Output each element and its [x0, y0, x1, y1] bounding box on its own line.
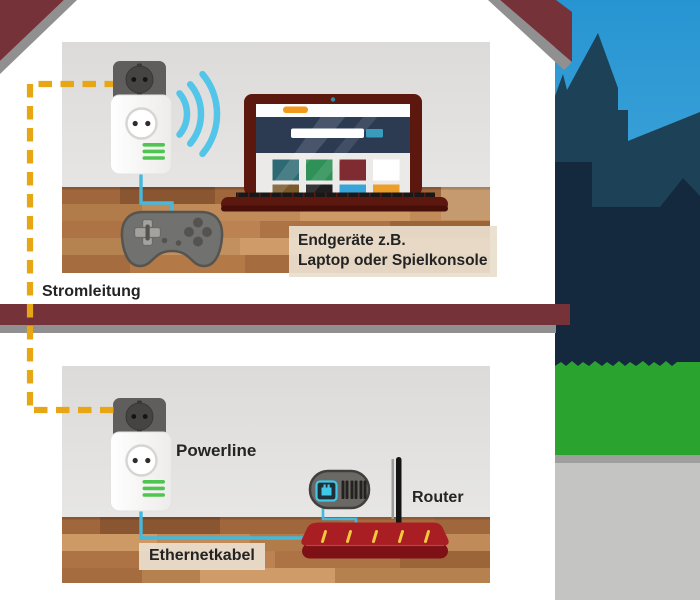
label-powerline: Powerline — [176, 441, 257, 460]
powerline-adapter-lower — [109, 396, 173, 513]
street — [555, 463, 700, 600]
console-cable — [139, 173, 174, 213]
powerline-adapter-upper — [109, 59, 173, 176]
floor-slab — [0, 304, 570, 333]
power-line-dashed — [26, 80, 114, 414]
label-endgeraete-line2: Laptop oder Spielkonsole — [298, 252, 488, 269]
port-slots — [341, 480, 367, 499]
label-endgeraete: Endgeräte z.B. Laptop oder Spielkonsole — [289, 226, 498, 277]
antenna-icon — [391, 457, 402, 529]
webcam-icon — [330, 97, 336, 102]
game-controller-icon — [120, 210, 224, 268]
house-roof — [0, 0, 572, 74]
label-ethernetkabel: Ethernetkabel — [139, 543, 265, 570]
outside-scenery — [555, 0, 700, 600]
curb — [555, 455, 700, 463]
laptop-icon — [221, 94, 448, 212]
label-endgeraete-line1: Endgeräte z.B. — [298, 232, 406, 249]
router-lights — [321, 530, 430, 543]
laptop-keyboard — [221, 192, 448, 212]
label-router: Router — [412, 489, 464, 506]
laptop-screen — [256, 104, 410, 193]
grass — [555, 361, 700, 455]
ethernet-cable — [139, 510, 312, 540]
ethernet-port-panel — [308, 469, 371, 510]
router-body — [301, 522, 449, 559]
wifi-signal-icon — [176, 70, 221, 158]
castle-silhouette-front — [555, 162, 700, 366]
label-stromleitung: Stromleitung — [42, 283, 141, 300]
router-icon — [301, 457, 449, 559]
